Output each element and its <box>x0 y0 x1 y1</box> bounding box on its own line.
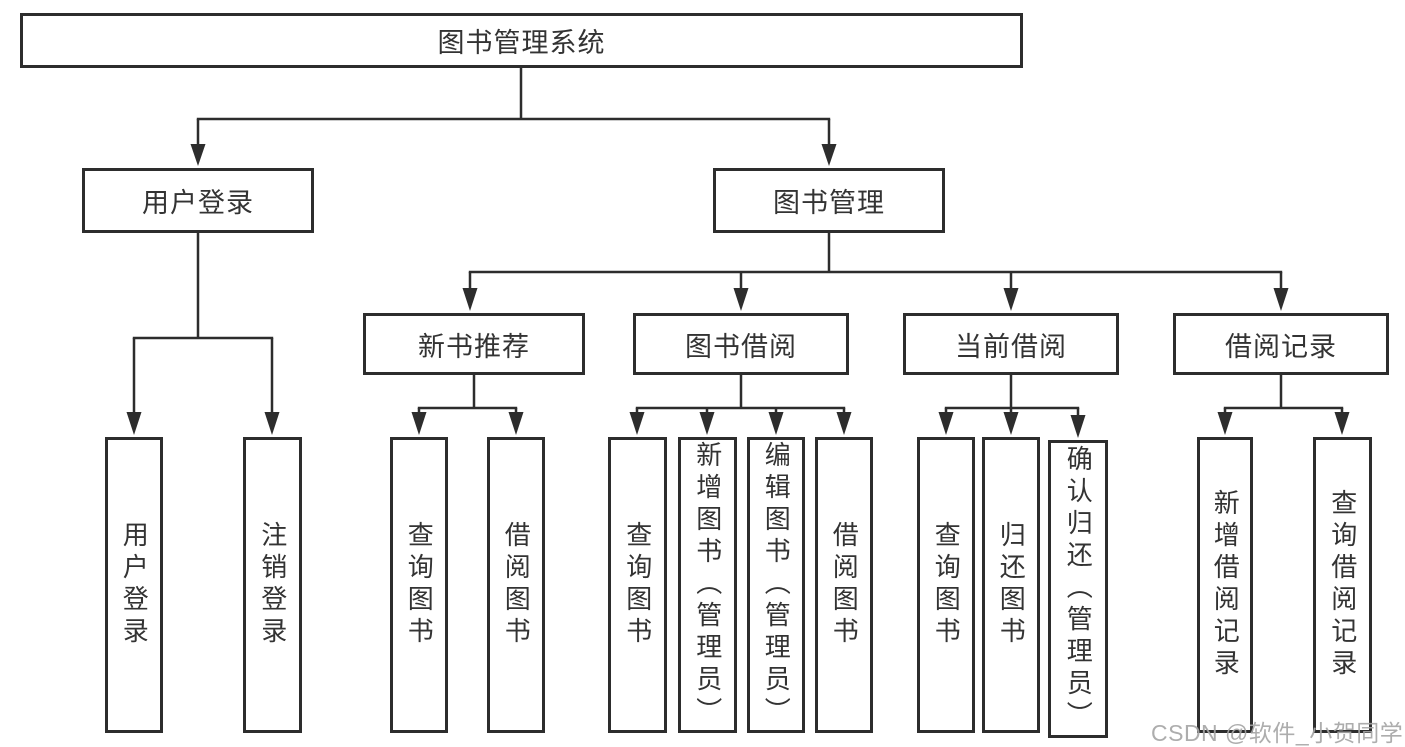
leaf-edit-books-admin: 编辑图书（管理员） <box>747 437 805 733</box>
leaf-query-books-recommend: 查询图书 <box>390 437 448 733</box>
leaf-add-borrow-record-label: 新增借阅记录 <box>1210 489 1241 681</box>
node-library-system-label: 图书管理系统 <box>437 28 606 58</box>
node-current-borrow: 当前借阅 <box>903 313 1119 375</box>
node-library-system: 图书管理系统 <box>20 13 1023 68</box>
leaf-return-books: 归还图书 <box>982 437 1040 733</box>
node-new-book-recommend-label: 新书推荐 <box>418 331 530 362</box>
leaf-query-books-borrow-label: 查询图书 <box>622 521 653 649</box>
leaf-query-books-recommend-label: 查询图书 <box>404 521 435 649</box>
node-book-borrow: 图书借阅 <box>633 313 849 375</box>
node-book-management-label: 图书管理 <box>773 188 885 218</box>
leaf-user-login-label: 用户登录 <box>119 521 150 649</box>
csdn-watermark: CSDN @软件_小贺同学 <box>1151 720 1404 746</box>
leaf-borrow-books-label: 借阅图书 <box>829 521 860 649</box>
leaf-query-borrow-record: 查询借阅记录 <box>1313 437 1372 733</box>
arrowheads <box>126 144 1350 438</box>
leaf-confirm-return-admin: 确认归还（管理员） <box>1048 440 1108 738</box>
leaf-add-borrow-record: 新增借阅记录 <box>1197 437 1253 733</box>
leaf-confirm-return-admin-label: 确认归还（管理员） <box>1063 445 1094 733</box>
node-user-login-label: 用户登录 <box>142 188 254 218</box>
leaf-add-books-admin: 新增图书（管理员） <box>678 437 737 733</box>
node-current-borrow-label: 当前借阅 <box>955 331 1067 362</box>
leaf-query-books-current-label: 查询图书 <box>931 521 962 649</box>
leaf-user-login: 用户登录 <box>105 437 163 733</box>
node-book-management: 图书管理 <box>713 168 945 233</box>
leaf-edit-books-admin-label: 编辑图书（管理员） <box>761 441 792 729</box>
leaf-add-books-admin-label: 新增图书（管理员） <box>692 441 723 729</box>
leaf-logout: 注销登录 <box>243 437 302 733</box>
leaf-logout-label: 注销登录 <box>257 521 288 649</box>
leaf-query-books-current: 查询图书 <box>917 437 975 733</box>
leaf-query-borrow-record-label: 查询借阅记录 <box>1327 489 1358 681</box>
node-borrow-records: 借阅记录 <box>1173 313 1389 375</box>
leaf-borrow-books-recommend: 借阅图书 <box>487 437 545 733</box>
node-borrow-records-label: 借阅记录 <box>1225 331 1337 362</box>
leaf-query-books-borrow: 查询图书 <box>608 437 667 733</box>
node-user-login: 用户登录 <box>82 168 314 233</box>
leaf-borrow-books-recommend-label: 借阅图书 <box>501 521 532 649</box>
leaf-borrow-books: 借阅图书 <box>815 437 873 733</box>
node-new-book-recommend: 新书推荐 <box>363 313 585 375</box>
leaf-return-books-label: 归还图书 <box>996 521 1027 649</box>
node-book-borrow-label: 图书借阅 <box>685 331 797 362</box>
